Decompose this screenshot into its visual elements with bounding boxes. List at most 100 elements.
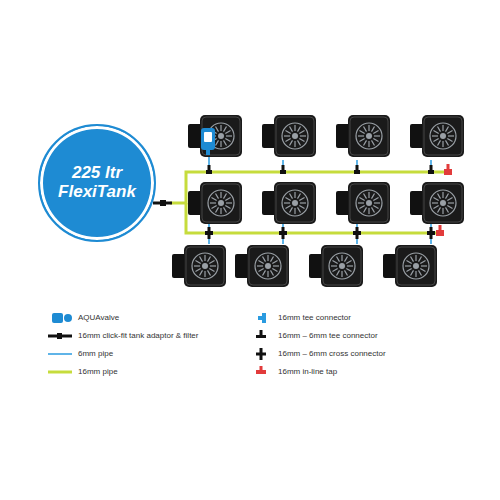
pot-part: [438, 207, 441, 212]
pot-part: [220, 141, 221, 147]
pot-part: [257, 265, 263, 266]
pot-part: [195, 269, 200, 272]
pot-part: [372, 126, 375, 131]
pot-part: [346, 269, 351, 272]
pot: [262, 182, 316, 224]
pot-part: [290, 193, 293, 198]
legend-text: 16mm pipe: [78, 367, 118, 377]
pot-part: [172, 254, 186, 278]
pot-part: [195, 261, 200, 264]
pot-part: [448, 202, 454, 203]
pot-part: [432, 135, 438, 136]
pot-part: [415, 271, 416, 277]
pot-part: [442, 141, 443, 147]
pot-part: [419, 270, 422, 275]
pot-part: [424, 184, 462, 222]
pot-part: [447, 131, 452, 134]
pot-part: [332, 269, 337, 272]
pot-part: [372, 140, 375, 145]
tank-label: 225 ltr FlexiTank: [49, 164, 145, 201]
legend-text: AQUAvalve: [78, 313, 119, 323]
pot: [188, 115, 242, 157]
pot: [383, 245, 437, 287]
pot-part: [284, 202, 290, 203]
pot-part: [299, 139, 304, 142]
pot-part: [188, 124, 202, 148]
pot-part: [405, 265, 411, 266]
pot-part: [447, 139, 452, 142]
pot-part: [348, 182, 390, 224]
pot-part: [358, 202, 364, 203]
pot-part: [290, 126, 293, 131]
pot-part: [225, 206, 230, 209]
pot-part: [298, 207, 301, 212]
pipe-16mm: [170, 172, 448, 233]
pot-part: [292, 133, 298, 139]
pot-part: [356, 190, 382, 216]
pot-part: [438, 126, 441, 131]
pot-part: [446, 126, 449, 131]
pot-part: [272, 261, 277, 264]
pot-part: [341, 255, 342, 261]
pot-part: [373, 206, 378, 209]
pot-part: [298, 193, 301, 198]
pot-part: [210, 202, 216, 203]
pot-part: [446, 207, 449, 212]
pot-part: [433, 198, 438, 201]
pot-part: [411, 270, 414, 275]
pot-part: [258, 269, 263, 272]
pot-part: [271, 256, 274, 261]
pot-part: [216, 193, 219, 198]
pot-part: [285, 139, 290, 142]
pot: [309, 245, 363, 287]
pot-part: [433, 139, 438, 142]
legend-samples: [48, 313, 266, 374]
pot-part: [433, 131, 438, 134]
pot-part: [403, 253, 429, 279]
pot-part: [422, 182, 464, 224]
pot-part: [442, 208, 443, 214]
legend-text: 6mm pipe: [78, 349, 113, 359]
pot-part: [274, 115, 316, 157]
pot-part: [364, 126, 367, 131]
pot-part: [211, 198, 216, 201]
legend-text: 16mm – 6mm cross connector: [278, 349, 386, 359]
pot-part: [202, 184, 240, 222]
pot-part: [263, 256, 266, 261]
pot-part: [226, 135, 232, 136]
pot-part: [208, 270, 211, 275]
pot-part: [432, 202, 438, 203]
legend-text: 16mm tee connector: [278, 313, 351, 323]
pot-part: [421, 265, 427, 266]
pot-part: [323, 247, 361, 285]
pot: [336, 182, 390, 224]
pot-part: [337, 256, 340, 261]
pot-part: [337, 270, 340, 275]
pot-part: [373, 131, 378, 134]
pots: [172, 115, 464, 287]
pot-part: [216, 140, 219, 145]
pot-part: [220, 125, 221, 131]
pot-part: [364, 207, 367, 212]
pot-part: [332, 261, 337, 264]
pot-part: [267, 271, 268, 277]
pot-part: [294, 125, 295, 131]
pot-part: [368, 208, 369, 214]
pot-part: [447, 206, 452, 209]
pot-part: [299, 206, 304, 209]
pot-part: [188, 191, 202, 215]
pot-part: [200, 270, 203, 275]
pot-part: [309, 254, 323, 278]
tee-connectors: [206, 165, 434, 174]
pot-part: [211, 206, 216, 209]
pot-part: [210, 265, 216, 266]
pot-part: [276, 184, 314, 222]
pot-part: [208, 256, 211, 261]
pot-part: [294, 192, 295, 198]
pot-part: [366, 200, 372, 206]
pot-part: [368, 141, 369, 147]
pot: [262, 115, 316, 157]
pot-part: [235, 254, 249, 278]
pot-part: [276, 117, 314, 155]
pot-part: [262, 191, 276, 215]
